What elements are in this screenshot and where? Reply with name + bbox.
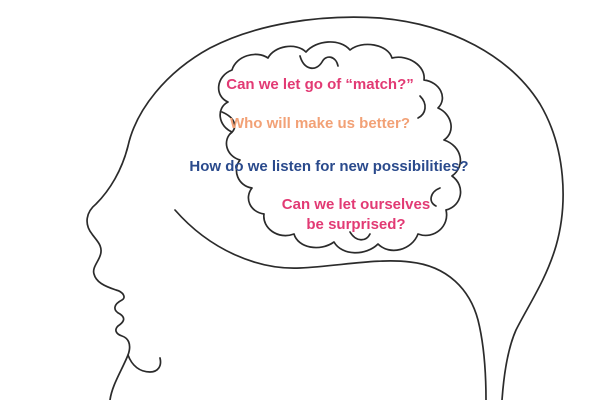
brain-fold-mid xyxy=(417,95,426,119)
brain-fold-top xyxy=(299,55,339,70)
question-line-2: be surprised? xyxy=(306,216,406,233)
brain-outline xyxy=(217,41,462,254)
question-let-ourselves-be-surprised: Can we let ourselves be surprised? xyxy=(262,195,450,235)
brain-fold-left xyxy=(221,111,236,135)
question-line-1: Can we let ourselves xyxy=(281,196,431,213)
head-outline xyxy=(86,16,564,400)
question-listen-for-possibilities: How do we listen for new possibilities? xyxy=(189,158,469,175)
brain-fold-right xyxy=(430,187,441,207)
neck-line xyxy=(174,209,487,400)
chin-line xyxy=(127,354,162,373)
question-let-go-of-match: Can we let go of “match?” xyxy=(226,76,414,93)
brain-fold-bottom xyxy=(349,231,371,241)
question-make-us-better: Who will make us better? xyxy=(229,115,411,132)
